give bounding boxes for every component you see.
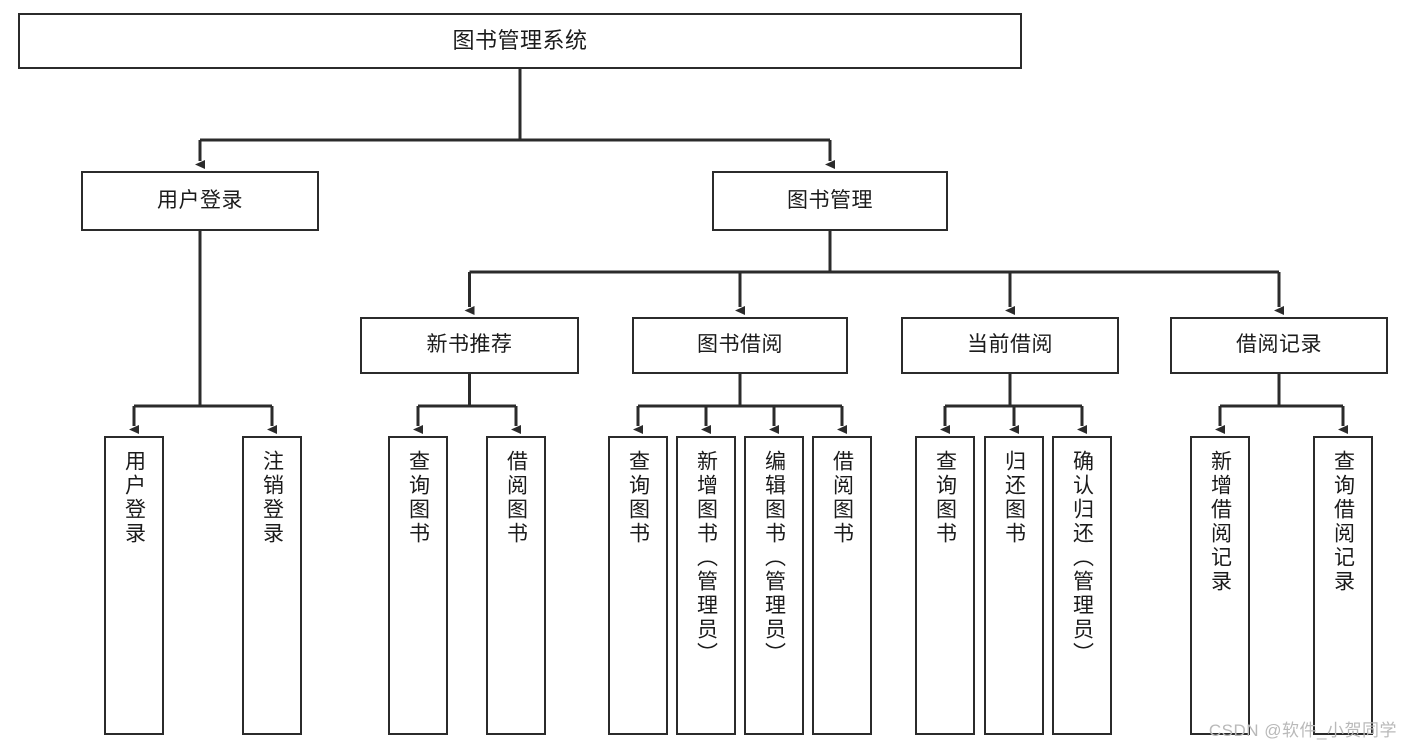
node-leaf-edit-book[interactable]: 编辑图书（管理员）: [744, 436, 804, 735]
node-label: 新增图书（管理员）: [694, 450, 718, 666]
node-label: 用户登录: [122, 450, 146, 546]
node-leaf-query-book-2[interactable]: 查询图书: [608, 436, 668, 735]
node-new-book-rec[interactable]: 新书推荐: [360, 317, 579, 374]
node-book-borrow[interactable]: 图书借阅: [632, 317, 848, 374]
node-label: 用户登录: [157, 188, 243, 212]
node-label: 借阅记录: [1236, 333, 1322, 357]
node-borrow-record[interactable]: 借阅记录: [1170, 317, 1388, 374]
node-label: 查询借阅记录: [1331, 450, 1355, 594]
node-current-borrow[interactable]: 当前借阅: [901, 317, 1119, 374]
node-label: 图书管理: [787, 188, 873, 212]
node-label: 借阅图书: [504, 450, 528, 546]
node-label: 确认归还（管理员）: [1070, 450, 1094, 666]
node-leaf-add-record[interactable]: 新增借阅记录: [1190, 436, 1250, 735]
node-leaf-logout[interactable]: 注销登录: [242, 436, 302, 735]
node-leaf-add-book[interactable]: 新增图书（管理员）: [676, 436, 736, 735]
node-label: 查询图书: [626, 450, 650, 546]
node-label: 图书管理系统: [452, 28, 588, 54]
node-leaf-query-book-3[interactable]: 查询图书: [915, 436, 975, 735]
connector-lines: [129, 69, 1348, 434]
node-label: 借阅图书: [830, 450, 854, 546]
node-label: 查询图书: [933, 450, 957, 546]
node-leaf-query-book-1[interactable]: 查询图书: [388, 436, 448, 735]
node-label: 编辑图书（管理员）: [762, 450, 786, 666]
node-leaf-borrow-book-2[interactable]: 借阅图书: [812, 436, 872, 735]
node-leaf-user-login[interactable]: 用户登录: [104, 436, 164, 735]
node-leaf-confirm-return[interactable]: 确认归还（管理员）: [1052, 436, 1112, 735]
node-label: 新增借阅记录: [1208, 450, 1232, 594]
node-label: 图书借阅: [697, 333, 783, 357]
node-label: 新书推荐: [426, 333, 513, 357]
node-root[interactable]: 图书管理系统: [18, 13, 1022, 69]
node-label: 注销登录: [260, 450, 284, 546]
node-label: 归还图书: [1002, 450, 1026, 546]
node-user-login[interactable]: 用户登录: [81, 171, 319, 231]
node-leaf-return-book[interactable]: 归还图书: [984, 436, 1044, 735]
node-label: 当前借阅: [967, 333, 1053, 357]
node-label: 查询图书: [406, 450, 430, 546]
node-leaf-query-record[interactable]: 查询借阅记录: [1313, 436, 1373, 735]
node-book-manage[interactable]: 图书管理: [712, 171, 948, 231]
node-leaf-borrow-book-1[interactable]: 借阅图书: [486, 436, 546, 735]
